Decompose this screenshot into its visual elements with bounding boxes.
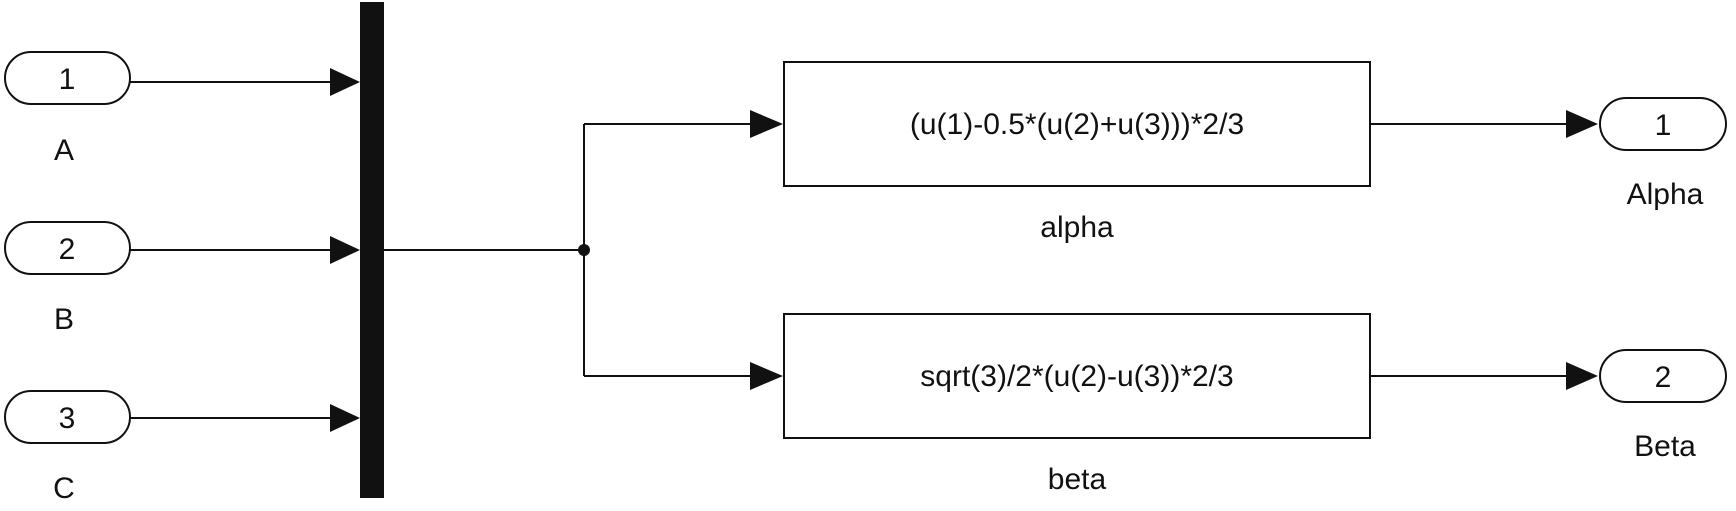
outport-alpha-number: 1 — [1655, 109, 1672, 142]
inport-a[interactable]: 1 A — [4, 51, 131, 167]
outport-beta-label: Beta — [1634, 430, 1696, 463]
inport-b-label: B — [54, 303, 74, 336]
inport-b-shape[interactable] — [4, 221, 131, 275]
wire-a-arrowhead — [330, 68, 360, 96]
wire-c-arrowhead — [330, 404, 360, 432]
inport-a-label: A — [54, 134, 74, 167]
outport-alpha-label: Alpha — [1627, 178, 1704, 211]
fcn-block-beta[interactable]: sqrt(3)/2*(u(2)-u(3))*2/3 beta — [783, 313, 1371, 496]
fcn-block-beta-rect[interactable] — [783, 313, 1371, 439]
inport-c-label: C — [53, 472, 75, 505]
mux-block[interactable] — [360, 2, 384, 498]
inport-c-number: 3 — [59, 402, 76, 435]
fcn-block-alpha-expression: (u(1)-0.5*(u(2)+u(3)))*2/3 — [910, 108, 1244, 141]
outport-alpha-shape[interactable] — [1599, 97, 1727, 151]
outport-beta-number: 2 — [1655, 361, 1672, 394]
inport-b-number: 2 — [59, 233, 76, 266]
inport-a-shape[interactable] — [4, 51, 131, 105]
fcn-block-alpha-rect[interactable] — [783, 61, 1371, 187]
wire-to-beta-arrowhead — [750, 362, 783, 390]
fcn-block-beta-name: beta — [1048, 463, 1107, 496]
outport-alpha[interactable]: 1 Alpha — [1599, 97, 1727, 211]
inport-b[interactable]: 2 B — [4, 221, 131, 336]
wire-b-arrowhead — [330, 236, 360, 264]
outport-beta[interactable]: 2 Beta — [1599, 349, 1727, 463]
inport-a-number: 1 — [59, 63, 76, 96]
outport-beta-shape[interactable] — [1599, 349, 1727, 403]
wire-alpha-out-arrowhead — [1566, 110, 1598, 138]
fcn-block-alpha-name: alpha — [1040, 211, 1114, 244]
inport-c[interactable]: 3 C — [4, 390, 131, 505]
wire-to-alpha-arrowhead — [750, 110, 783, 138]
fcn-block-beta-expression: sqrt(3)/2*(u(2)-u(3))*2/3 — [920, 360, 1233, 393]
wire-beta-out-arrowhead — [1566, 362, 1598, 390]
fcn-block-alpha[interactable]: (u(1)-0.5*(u(2)+u(3)))*2/3 alpha — [783, 61, 1371, 244]
